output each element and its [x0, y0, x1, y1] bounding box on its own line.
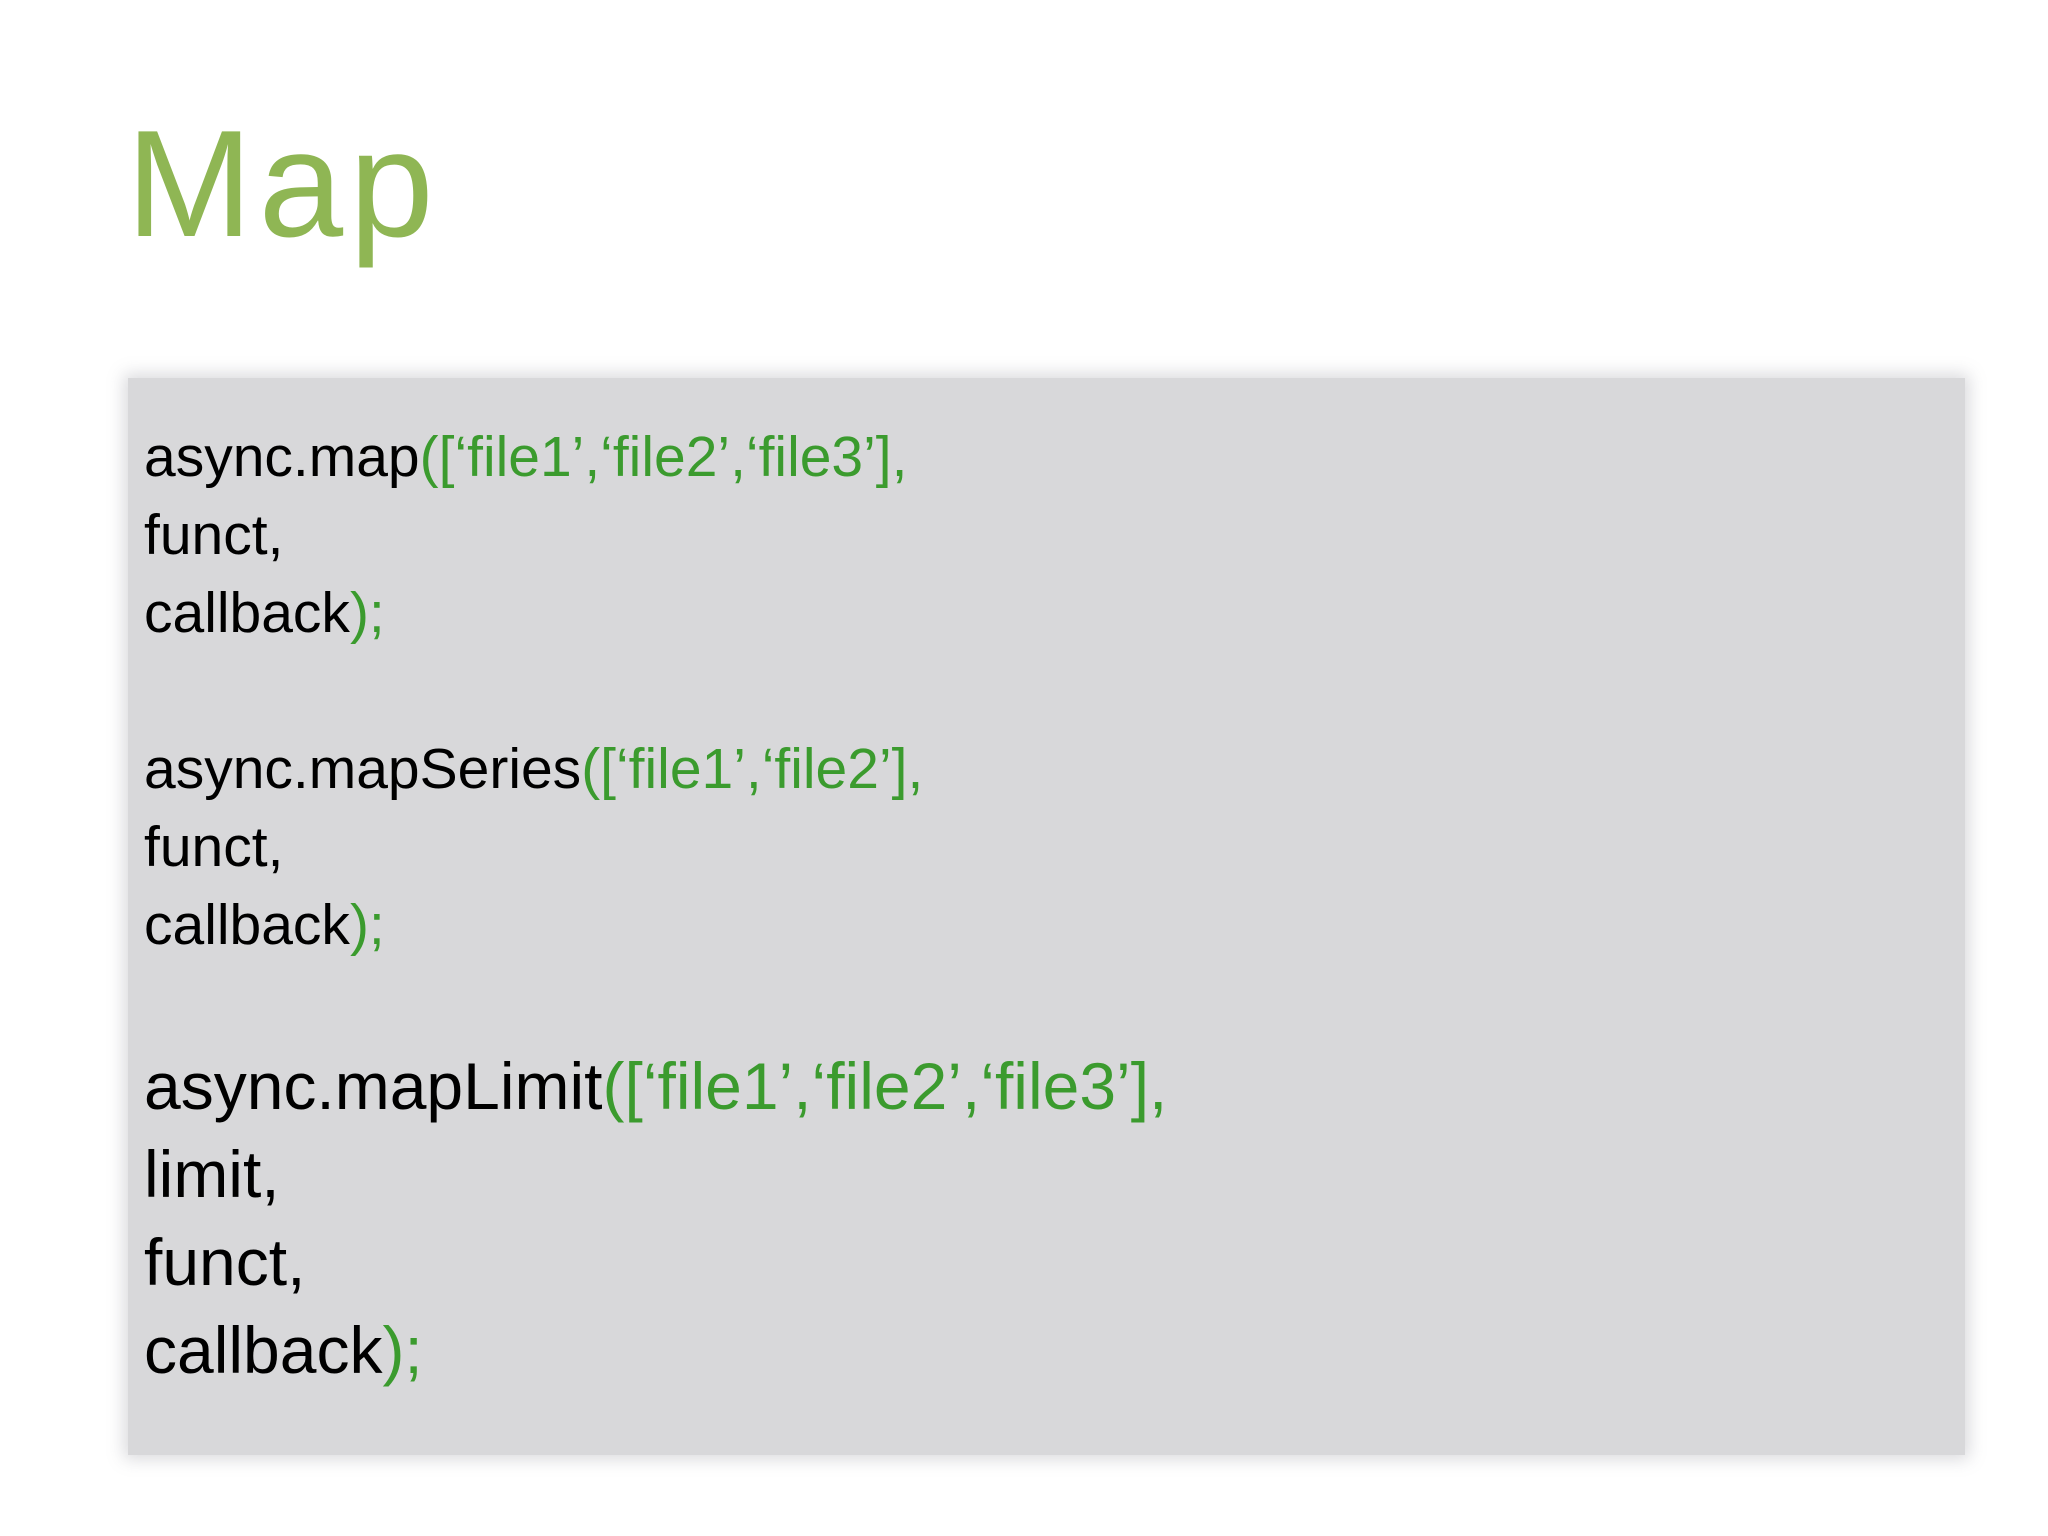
code-segment: ([‘file1’,‘file2’,‘file3’],: [602, 1049, 1168, 1123]
code-line: async.mapLimit([‘file1’,‘file2’,‘file3’]…: [144, 1042, 1941, 1130]
code-segment: limit,: [144, 1137, 280, 1211]
code-segment: async.map: [144, 425, 420, 489]
code-block: async.map([‘file1’,‘file2’,‘file3’], func…: [144, 418, 1941, 652]
code-line: async.map([‘file1’,‘file2’,‘file3’],: [144, 418, 1941, 496]
code-segment: ([‘file1’,‘file2’,‘file3’],: [419, 425, 908, 489]
code-panel: async.map([‘file1’,‘file2’,‘file3’],func…: [128, 378, 1965, 1455]
code-line: callback);: [144, 1306, 1941, 1394]
code-line: funct,: [144, 1218, 1941, 1306]
code-block: async.mapSeries([‘file1’,‘file2’], funct,…: [144, 730, 1941, 964]
code-segment: async.mapSeries: [144, 737, 582, 801]
code-line: callback);: [144, 574, 1941, 652]
code-segment: );: [382, 1313, 423, 1387]
code-segment: callback: [144, 581, 350, 645]
code-line: funct,: [144, 808, 1941, 886]
code-segment: callback: [144, 1313, 383, 1387]
code-block: async.mapLimit([‘file1’,‘file2’,‘file3’]…: [144, 1042, 1941, 1394]
code-line: async.mapSeries([‘file1’,‘file2’],: [144, 730, 1941, 808]
code-line: funct,: [144, 496, 1941, 574]
code-segment: funct,: [144, 815, 284, 879]
code-segment: funct,: [144, 1225, 306, 1299]
code-line: limit,: [144, 1130, 1941, 1218]
code-segment: funct,: [144, 503, 284, 567]
code-segment: );: [349, 893, 385, 957]
code-segment: ([‘file1’,‘file2’],: [581, 737, 924, 801]
code-segment: callback: [144, 893, 350, 957]
code-segment: );: [349, 581, 385, 645]
code-segment: async.mapLimit: [144, 1049, 603, 1123]
code-line: callback);: [144, 886, 1941, 964]
page-title: Map: [126, 99, 440, 269]
